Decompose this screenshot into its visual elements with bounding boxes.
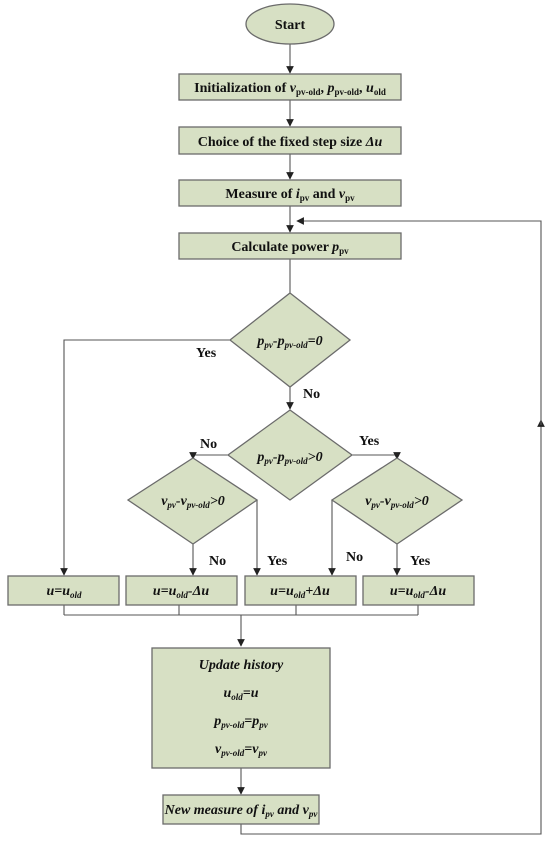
calc-power-step: Calculate power ppv — [178, 232, 402, 260]
update-line-v: vpv-old=vpv — [215, 742, 268, 758]
new-measure-step: New measure of ipv and vpv — [162, 794, 320, 825]
step-size-text: Choice of the fixed step size Δu — [198, 135, 383, 150]
connectors — [60, 44, 545, 835]
update-history-step: Update history uold=u ppv-old=ppv vpv-ol… — [151, 647, 331, 769]
label-no-greater: No — [200, 437, 217, 452]
action-decrease-right-text: u=uold-Δu — [390, 584, 447, 600]
decision-power-equal-text: ppv-ppv-old=0 — [256, 334, 322, 350]
new-measure-text: New measure of ipv and vpv — [164, 803, 319, 819]
branch-labels: Yes No No Yes No Yes No Yes — [196, 346, 431, 569]
step-size-step: Choice of the fixed step size Δu — [178, 126, 402, 155]
action-keep: u=uold — [7, 575, 120, 606]
label-yes-left: Yes — [267, 554, 288, 569]
label-no-right: No — [346, 550, 363, 565]
label-yes-equal: Yes — [196, 346, 217, 361]
decision-power-greater-text: ppv-ppv-old>0 — [256, 450, 322, 466]
measure-step: Measure of ipv and vpv — [178, 179, 402, 207]
update-history-title: Update history — [199, 658, 284, 673]
start-label: Start — [275, 18, 306, 33]
action-decrease-left: u=uold-Δu — [125, 575, 238, 606]
label-no-equal: No — [303, 387, 320, 402]
action-decrease-left-text: u=uold-Δu — [153, 584, 210, 600]
label-no-left: No — [209, 554, 226, 569]
update-line-p: ppv-old=ppv — [213, 714, 268, 730]
start-terminal: Start — [245, 3, 335, 45]
init-step: Initialization of vpv-old, ppv-old, uold — [178, 73, 402, 101]
action-increase-text: u=uold+Δu — [270, 584, 330, 600]
decision-voltage-right-text: vpv-vpv-old>0 — [365, 494, 429, 510]
measure-text: Measure of ipv and vpv — [225, 187, 355, 203]
action-decrease-right: u=uold-Δu — [362, 575, 475, 606]
label-yes-right: Yes — [410, 554, 431, 569]
decision-power-greater: ppv-ppv-old>0 — [226, 409, 354, 501]
decision-voltage-left-text: vpv-vpv-old>0 — [161, 494, 225, 510]
action-increase: u=uold+Δu — [244, 575, 357, 606]
decision-power-equal: ppv-ppv-old=0 — [228, 292, 352, 388]
update-line-u: uold=u — [223, 686, 258, 702]
calc-power-text: Calculate power ppv — [231, 240, 349, 256]
label-yes-greater: Yes — [359, 434, 380, 449]
action-keep-text: u=uold — [46, 584, 82, 600]
init-text: Initialization of vpv-old, ppv-old, uold — [194, 81, 386, 97]
decision-voltage-right: vpv-vpv-old>0 — [330, 457, 464, 545]
decision-voltage-left: vpv-vpv-old>0 — [126, 457, 259, 545]
